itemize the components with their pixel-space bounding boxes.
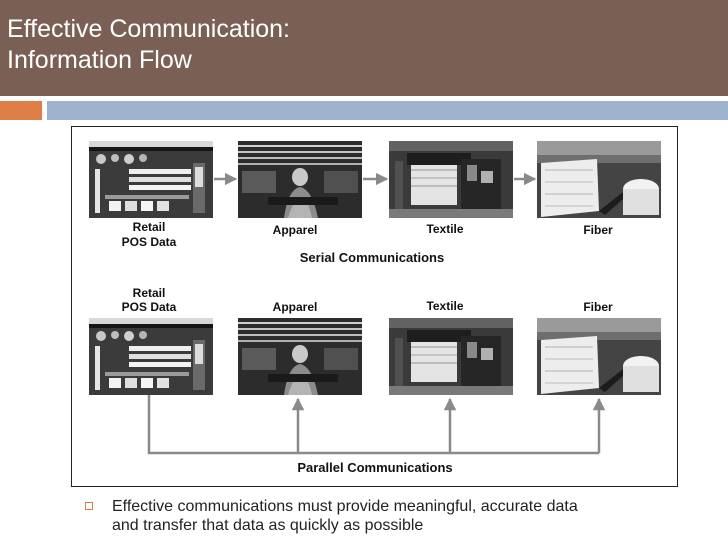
- serial-label-retail-2: POS Data: [122, 235, 177, 249]
- diagram-canvas: Retail POS Data Apparel Textile Fiber Se…: [89, 141, 661, 475]
- slide-header: Effective Communication: Information Flo…: [0, 0, 728, 96]
- accent-bar-blue: [47, 101, 728, 120]
- serial-label-textile: Textile: [426, 222, 463, 236]
- bullet-text-line-2: and transfer that data as quickly as pos…: [112, 517, 424, 534]
- serial-label-retail-1: Retail: [133, 220, 166, 234]
- information-flow-diagram: Retail POS Data Apparel Textile Fiber Se…: [71, 126, 678, 487]
- parallel-label-textile: Textile: [426, 299, 463, 313]
- parallel-label-apparel: Apparel: [273, 300, 318, 314]
- parallel-bus-line: [147, 395, 599, 455]
- parallel-label-fiber: Fiber: [583, 300, 613, 314]
- serial-fiber-photo: [537, 141, 661, 218]
- serial-label-fiber: Fiber: [583, 223, 613, 237]
- parallel-apparel-photo: [238, 318, 362, 395]
- title-line-1: Effective Communication:: [7, 15, 290, 43]
- serial-apparel-photo: [238, 141, 362, 218]
- parallel-retail-photo: [89, 318, 213, 395]
- title-line-2: Information Flow: [7, 46, 192, 74]
- bullet-text: Effective communications must provide me…: [112, 497, 702, 535]
- serial-label-apparel: Apparel: [273, 223, 318, 237]
- square-bullet-icon: [85, 502, 93, 510]
- slide-title: Effective Communication: Information Flo…: [7, 14, 290, 76]
- serial-retail-photo: [89, 141, 213, 218]
- serial-textile-photo: [389, 141, 513, 218]
- bullet-text-line-1: Effective communications must provide me…: [112, 498, 578, 515]
- parallel-label-retail-1: Retail: [133, 286, 166, 300]
- parallel-communications-caption: Parallel Communications: [297, 460, 452, 475]
- accent-bar-orange: [0, 101, 42, 120]
- parallel-label-retail-2: POS Data: [122, 300, 177, 314]
- parallel-fiber-photo: [537, 318, 661, 395]
- parallel-textile-photo: [389, 318, 513, 395]
- serial-communications-caption: Serial Communications: [300, 250, 444, 265]
